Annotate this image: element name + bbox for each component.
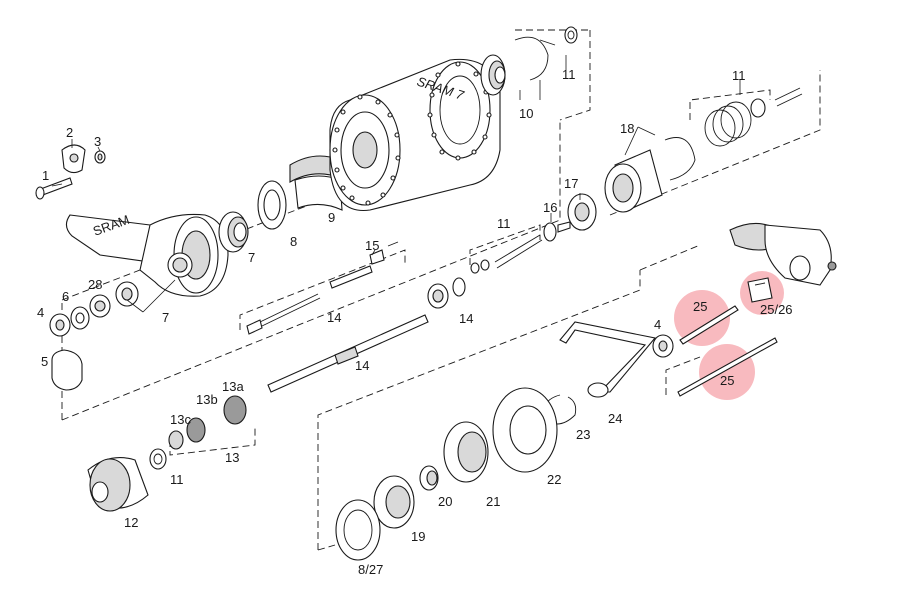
label-21: 21	[486, 494, 500, 509]
clip-2	[61, 144, 86, 174]
label-25-26: 25/26	[760, 302, 793, 317]
pin-14	[329, 265, 373, 289]
label-1: 1	[42, 168, 49, 183]
label-8-27: 8/27	[358, 562, 383, 577]
connector-25-26	[747, 277, 773, 303]
gear-13a	[223, 395, 247, 425]
clutch-9	[289, 155, 343, 211]
label-14-nut: 14	[459, 311, 473, 326]
pushrod-25-upper	[679, 305, 739, 345]
label-20: 20	[438, 494, 452, 509]
planet-carrier-12	[87, 457, 149, 512]
bearing-8-27	[335, 499, 381, 561]
highlight-25-upper	[674, 290, 730, 346]
bolt-1	[35, 177, 73, 200]
gear-13c	[168, 430, 184, 450]
label-18: 18	[620, 121, 634, 136]
label-23: 23	[576, 427, 590, 442]
clip-15	[369, 241, 399, 265]
label-25-lower: 25	[720, 373, 734, 388]
dust-cap-21	[443, 421, 489, 483]
spring-14	[246, 293, 321, 335]
washer-6	[70, 306, 90, 330]
label-7-arm: 7	[162, 310, 169, 325]
label-12: 12	[124, 515, 138, 530]
leader-lines	[51, 55, 741, 313]
hub-shell: SRAM 7	[329, 58, 501, 212]
label-3: 3	[94, 134, 101, 149]
driver-18	[604, 137, 696, 213]
spoke-holes-right	[427, 61, 492, 161]
label-24: 24	[608, 411, 622, 426]
label-15: 15	[365, 238, 379, 253]
bracket-24	[559, 321, 657, 398]
driver-19	[373, 475, 415, 529]
spring-11	[470, 234, 543, 274]
nut-14	[427, 283, 449, 309]
label-28: 28	[88, 277, 102, 292]
springs-11-right	[704, 87, 803, 147]
label-16: 16	[543, 200, 557, 215]
label-11-spring: 11	[497, 216, 511, 231]
ring-10	[514, 36, 556, 81]
label-13a: 13a	[222, 379, 244, 394]
cone-20	[419, 465, 439, 491]
highlight-25-lower	[699, 344, 755, 400]
label-5: 5	[41, 354, 48, 369]
nut-4	[49, 313, 71, 337]
label-4-right: 4	[654, 317, 661, 332]
hub-arm-7: SRAM	[65, 212, 229, 297]
label-9: 9	[328, 210, 335, 225]
label-13c: 13c	[170, 412, 191, 427]
driver-17	[567, 193, 597, 231]
nut-7b	[115, 281, 139, 307]
washer-28	[89, 294, 111, 318]
label-6: 6	[62, 289, 69, 304]
axle-14-main	[267, 314, 429, 393]
label-22: 22	[547, 472, 561, 487]
label-11-left: 11	[170, 472, 184, 487]
label-2: 2	[66, 125, 73, 140]
label-17: 17	[564, 176, 578, 191]
label-10: 10	[519, 106, 533, 121]
nut-3	[94, 150, 106, 164]
label-13b: 13b	[196, 392, 218, 407]
sleeve-16	[543, 221, 571, 242]
bearing-cup-10	[480, 54, 506, 96]
gear-13b	[186, 417, 206, 443]
label-14-spring: 14	[327, 310, 341, 325]
cap-5	[51, 349, 83, 391]
label-25-upper: 25	[693, 299, 707, 314]
sprocket-22	[492, 387, 558, 473]
label-7-cone: 7	[248, 250, 255, 265]
washer-14b	[452, 277, 466, 297]
label-13: 13	[225, 450, 239, 465]
washer-11-top	[564, 26, 578, 44]
washer-11-left	[149, 448, 167, 470]
part-labels: 1 2 3 4 6 28 5 7 7 8 9 10 11 11 18 17 16…	[37, 67, 793, 577]
label-11-top: 11	[562, 67, 576, 82]
label-19: 19	[411, 529, 425, 544]
bearing-8	[257, 180, 287, 230]
label-4: 4	[37, 305, 44, 320]
nut-4-right	[652, 334, 674, 358]
label-8: 8	[290, 234, 297, 249]
cone-7	[218, 211, 249, 253]
spoke-holes-left	[332, 94, 401, 206]
label-14-axle: 14	[355, 358, 369, 373]
pushrod-25-lower	[677, 337, 778, 397]
shifter	[729, 222, 837, 286]
label-11-right: 11	[732, 68, 746, 83]
